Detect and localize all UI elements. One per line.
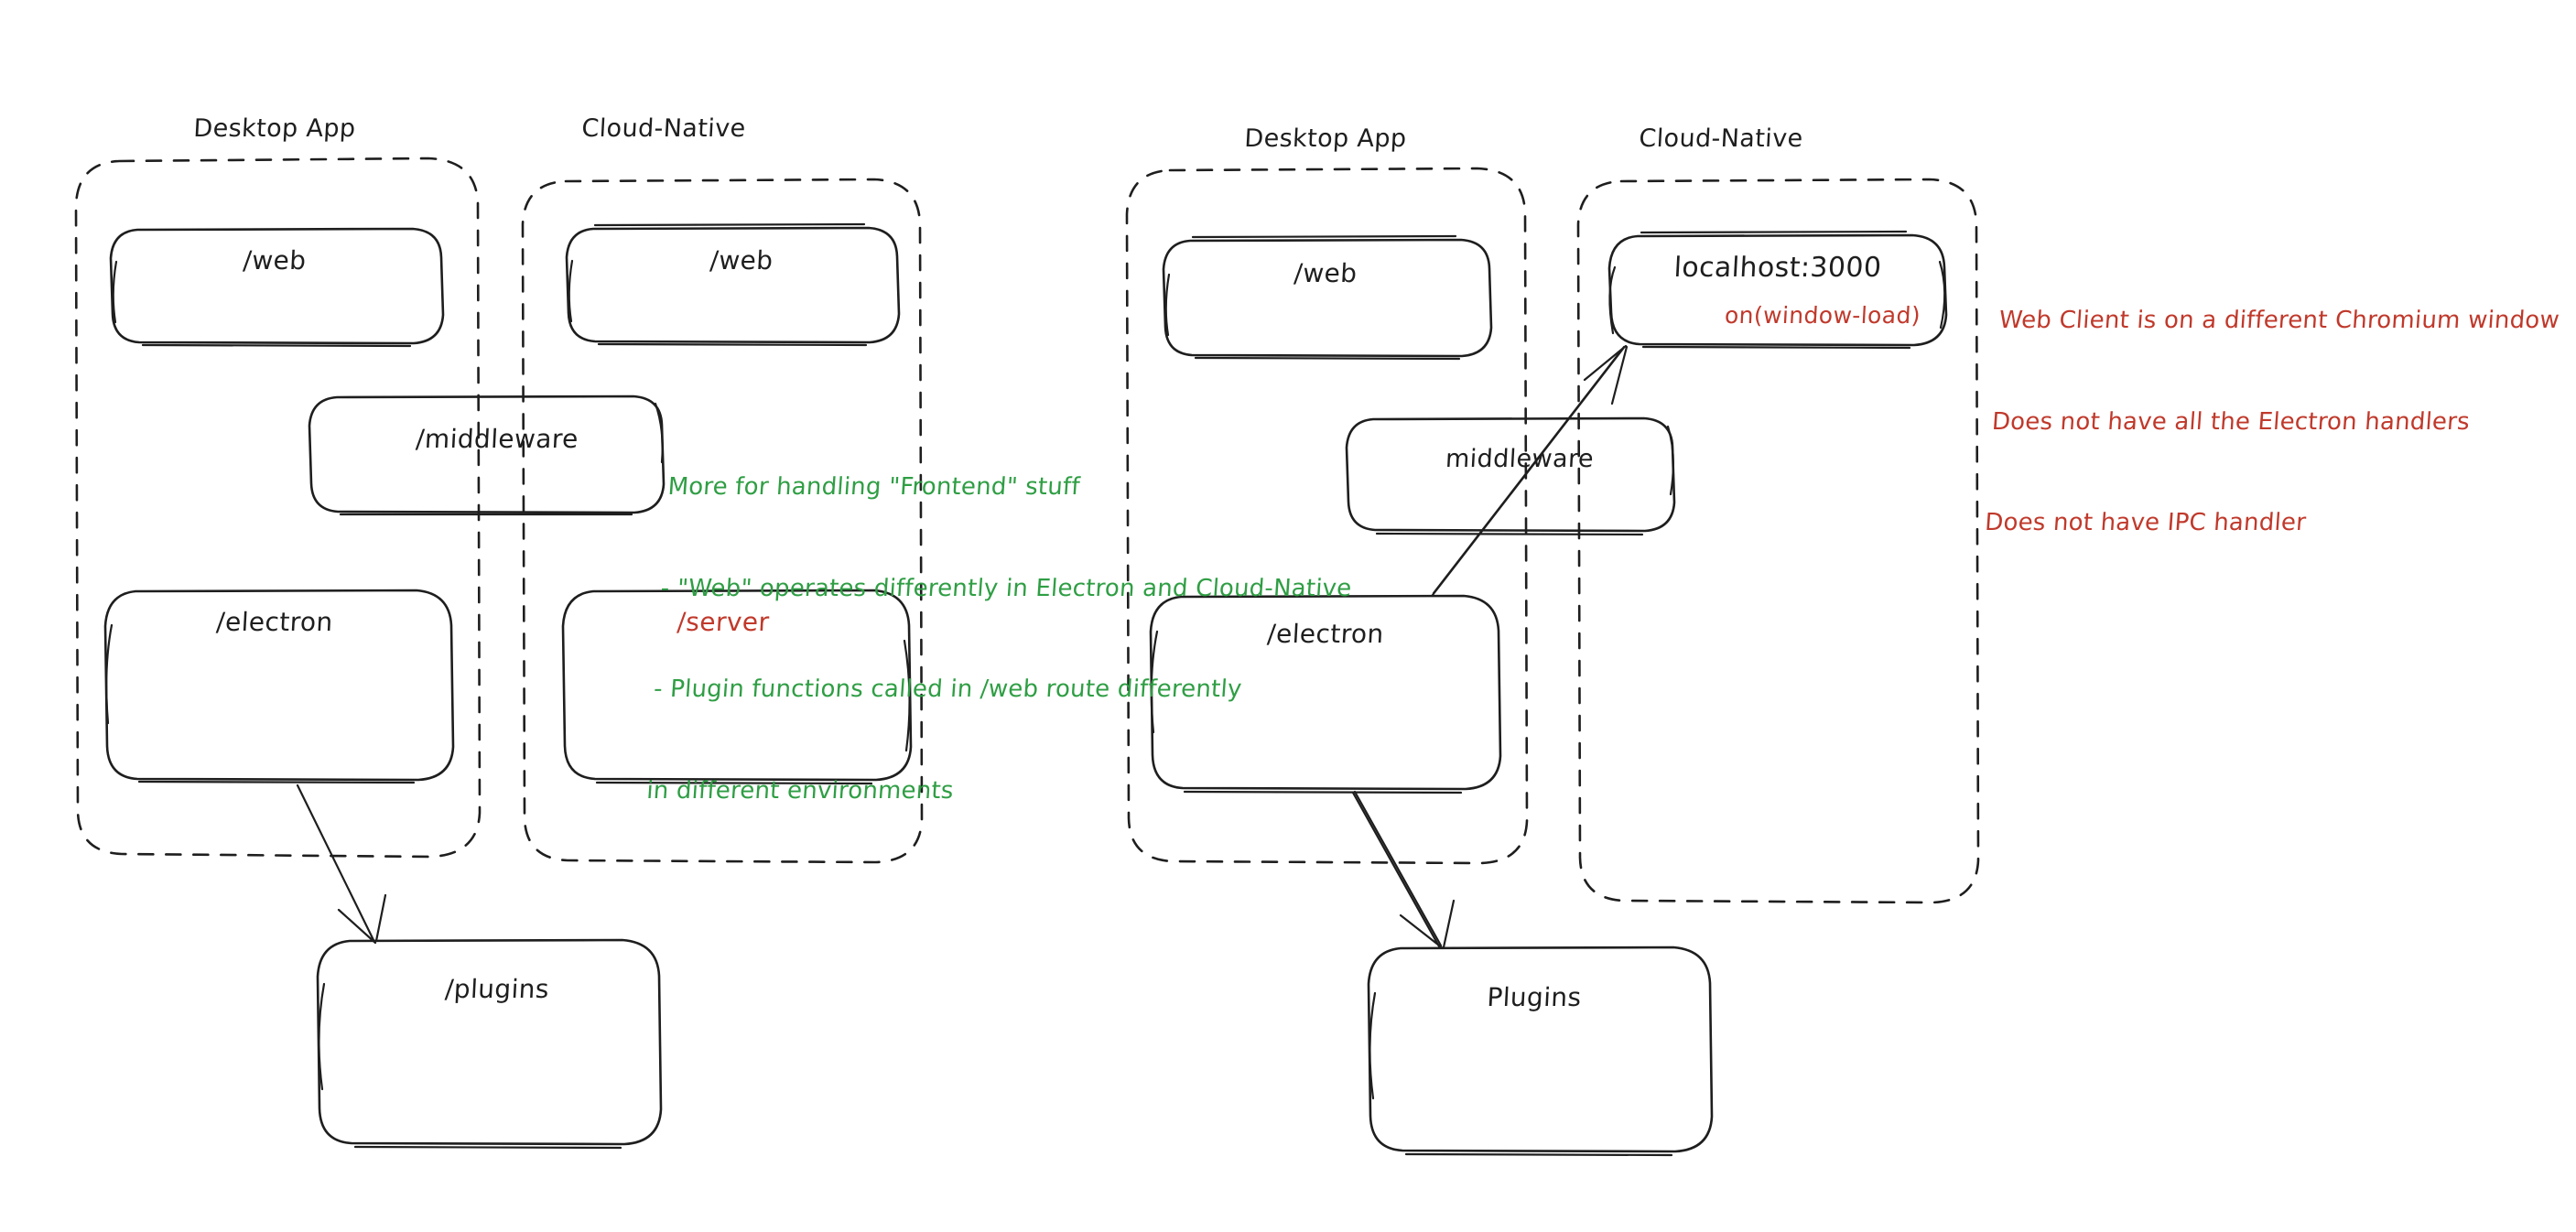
annotation-line: - "Web" operates differently in Electron… <box>659 574 1353 602</box>
left-middleware-box <box>308 394 666 516</box>
right-desktop-app-container <box>1125 167 1529 865</box>
right-plugins-label: Plugins <box>1486 982 1583 1012</box>
right-localhost-label: localhost:3000 <box>1672 252 1883 284</box>
left-electron-to-plugins-arrow <box>296 784 387 945</box>
annotation-line: Does not have IPC handler <box>1984 509 2308 537</box>
right-localhost-box <box>1607 230 1948 350</box>
left-green-annotation: More for handling "Frontend" stuff - "We… <box>641 403 1365 876</box>
left-desktop-app-title: Desktop App <box>192 114 357 143</box>
right-electron-label: /electron <box>1266 619 1385 649</box>
right-red-annotation: Web Client is on a different Chromium wi… <box>1979 236 2566 608</box>
annotation-line: Web Client is on a different Chromium wi… <box>1997 306 2560 334</box>
left-electron-label: /electron <box>215 607 334 637</box>
left-cloud-web-label: /web <box>709 245 774 276</box>
left-cloud-web-box <box>565 222 901 347</box>
annotation-line: Does not have all the Electron handlers <box>1990 407 2471 436</box>
right-desktop-app-title: Desktop App <box>1243 124 1408 153</box>
right-electron-to-plugins-arrow <box>1351 790 1456 950</box>
right-plugins-box <box>1367 946 1714 1157</box>
left-electron-box <box>103 589 455 784</box>
right-electron-to-localhost-arrow <box>1431 344 1629 597</box>
left-cloud-native-container <box>521 178 924 864</box>
left-plugins-label: /plugins <box>444 974 550 1004</box>
right-localhost-sublabel: on(window-load) <box>1724 302 1921 329</box>
annotation-line: - Plugin functions called in /web route … <box>653 675 1243 704</box>
left-middleware-label: /middleware <box>415 424 579 454</box>
left-desktop-app-container <box>74 157 482 859</box>
left-desktop-web-label: /web <box>242 245 308 276</box>
right-cloud-native-title: Cloud-Native <box>1638 124 1804 153</box>
left-cloud-native-title: Cloud-Native <box>580 114 747 143</box>
right-cloud-native-container <box>1576 178 1980 904</box>
right-web-label: /web <box>1293 258 1358 288</box>
right-middleware-label: middleware <box>1445 445 1595 473</box>
annotation-line: More for handling "Frontend" stuff <box>666 472 1081 501</box>
left-desktop-web-box <box>109 227 445 348</box>
left-server-box <box>561 589 913 785</box>
right-desktop-web-box <box>1162 234 1493 361</box>
right-middleware-box <box>1345 416 1676 536</box>
right-electron-box <box>1149 594 1502 794</box>
annotation-line: in different environments <box>645 776 955 805</box>
left-plugins-box <box>316 938 663 1150</box>
